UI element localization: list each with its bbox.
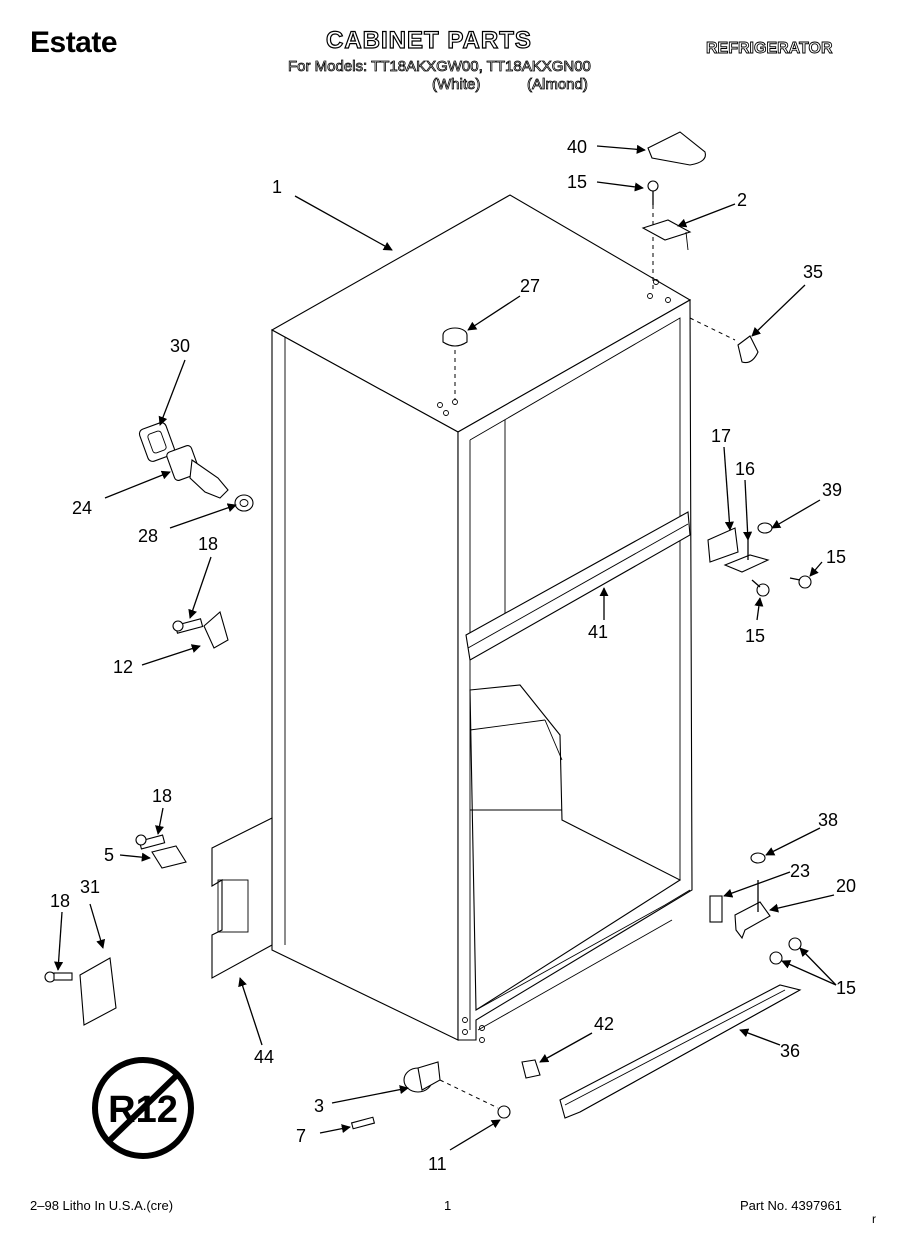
page-title: CABINET PARTS — [325, 26, 532, 54]
callout-15-right-upper: 15 — [826, 547, 846, 567]
cover-part-35 — [689, 317, 759, 364]
callout-1: 1 — [272, 177, 282, 197]
callout-18-upper: 18 — [198, 534, 218, 554]
corner-mark: r — [872, 1212, 876, 1226]
shim-part-23 — [709, 895, 723, 923]
clip-part-12 — [203, 611, 229, 649]
screw-part-18-lower — [44, 971, 73, 983]
screw-part-18-mid — [135, 834, 166, 850]
hinge-plate-part-17 — [707, 527, 739, 563]
callout-44: 44 — [254, 1047, 274, 1067]
grille-part-36 — [559, 984, 802, 1119]
washer-part-28 — [234, 494, 254, 512]
callout-36: 36 — [780, 1041, 800, 1061]
callout-41: 41 — [588, 622, 608, 642]
callout-24: 24 — [72, 498, 92, 518]
callout-35: 35 — [803, 262, 823, 282]
washer-part-38 — [750, 852, 766, 864]
pin-part-7 — [350, 1116, 376, 1130]
clip-part-5 — [151, 845, 187, 869]
callout-15-right-lower: 15 — [836, 978, 856, 998]
callout-40: 40 — [567, 137, 587, 157]
screw-part-15-right-upper — [789, 575, 812, 589]
callout-18-lower: 18 — [50, 891, 70, 911]
r12-prohibited-symbol: R12 — [92, 1057, 194, 1159]
product-category: REFRIGERATOR — [706, 40, 833, 58]
escutcheon-part-30 — [138, 422, 176, 462]
bracket-part-44 — [211, 817, 273, 979]
callout-20: 20 — [836, 876, 856, 896]
callout-17: 17 — [711, 426, 731, 446]
callout-39: 39 — [822, 480, 842, 500]
cover-part-31 — [79, 957, 117, 1026]
callout-7: 7 — [296, 1126, 306, 1146]
callout-28: 28 — [138, 526, 158, 546]
callout-2: 2 — [737, 190, 747, 210]
washer-part-39 — [757, 522, 773, 534]
callout-11: 11 — [428, 1154, 447, 1174]
callout-31: 31 — [80, 877, 100, 897]
hinge-part-20 — [734, 880, 771, 940]
callout-42: 42 — [594, 1014, 614, 1034]
litho-note: 2–98 Litho In U.S.A.(cre) — [30, 1198, 174, 1213]
clip-part-42 — [521, 1059, 541, 1079]
plug-part-27 — [442, 327, 468, 400]
roller-part-3 — [403, 1061, 441, 1093]
hinge-part-16 — [723, 540, 770, 573]
mullion-part-41 — [465, 511, 691, 661]
screw-part-15-top — [647, 180, 659, 290]
page-number: 1 — [444, 1198, 452, 1213]
callout-15-right-mid: 15 — [745, 626, 765, 646]
cap-part-40 — [647, 131, 706, 166]
callout-5: 5 — [104, 845, 114, 865]
screw-part-15-right-mid — [751, 579, 770, 597]
callout-3: 3 — [314, 1096, 324, 1116]
callout-12: 12 — [113, 657, 133, 677]
cabinet-shell — [270, 194, 693, 1043]
screw-part-15-right-lower — [769, 937, 802, 965]
screw-part-11 — [439, 1079, 511, 1119]
callout-15-top: 15 — [567, 172, 587, 192]
callout-38: 38 — [818, 810, 838, 830]
screw-part-18-upper — [172, 618, 204, 634]
part-number: Part No. 4397961 — [740, 1198, 842, 1213]
models-line: For Models: TT18AKXGW00, TT18AKXGN00 — [288, 58, 592, 76]
brand-logo: Estate — [30, 26, 118, 59]
hinge-part-2 — [641, 219, 692, 251]
callout-labels: 1 40 15 2 27 35 30 24 28 18 12 17 16 39 … — [50, 137, 856, 1174]
pin-part-24 — [166, 445, 229, 499]
callout-27: 27 — [520, 276, 540, 296]
callout-18-mid: 18 — [152, 786, 172, 806]
callout-23: 23 — [790, 861, 810, 881]
callout-16: 16 — [735, 459, 755, 479]
color-white-label: (White) — [432, 76, 481, 94]
color-almond-label: (Almond) — [527, 76, 589, 94]
leader-lines — [54, 144, 837, 1151]
callout-30: 30 — [170, 336, 190, 356]
